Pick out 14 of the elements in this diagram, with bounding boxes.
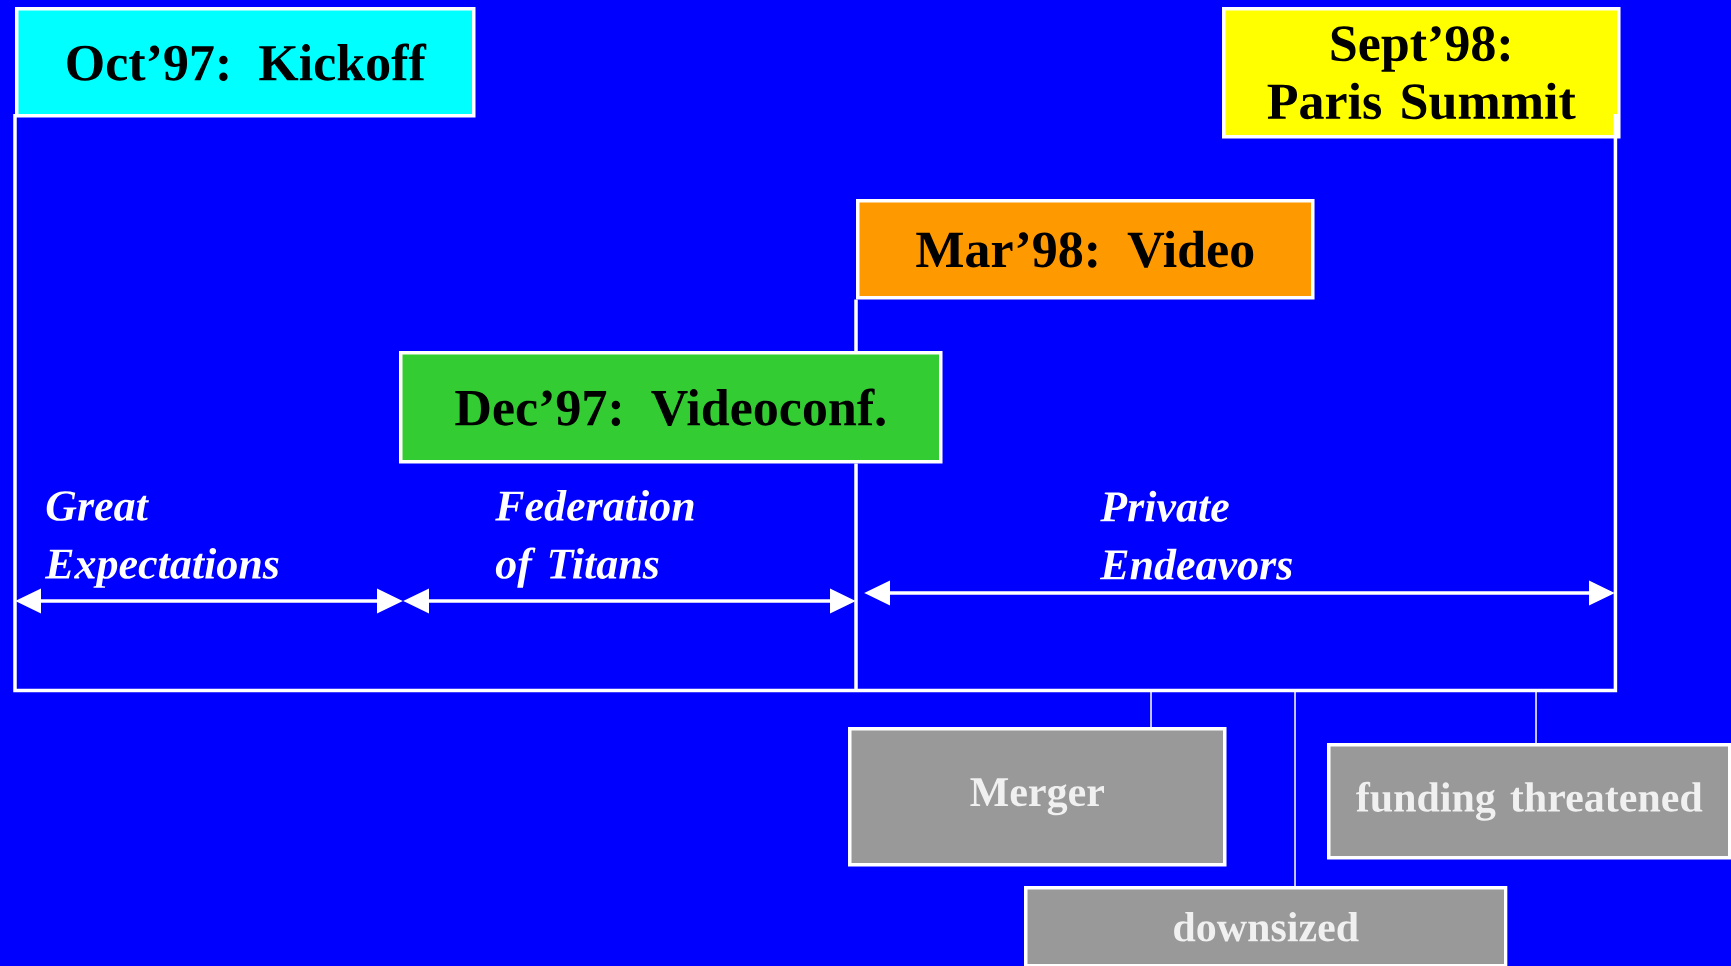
event-box: downsized <box>1024 886 1508 966</box>
milestone-box: Oct’97: Kickoff <box>15 7 476 118</box>
event-box: funding threatened <box>1327 743 1731 860</box>
leader-line <box>1294 689 1296 887</box>
phase-label: Great Expectations <box>44 491 279 588</box>
milestone-box: Mar’98: Video <box>856 199 1315 300</box>
leader-line <box>1150 689 1152 728</box>
milestone-line <box>854 299 858 351</box>
phase-label: Private Endeavors <box>1099 490 1292 580</box>
event-box: Merger <box>848 727 1227 867</box>
milestone-line <box>854 463 858 691</box>
milestone-box: Sept’98: Paris Summit <box>1222 7 1621 139</box>
milestone-box: Dec’97: Videoconf. <box>399 351 943 464</box>
leader-line <box>1535 689 1537 744</box>
